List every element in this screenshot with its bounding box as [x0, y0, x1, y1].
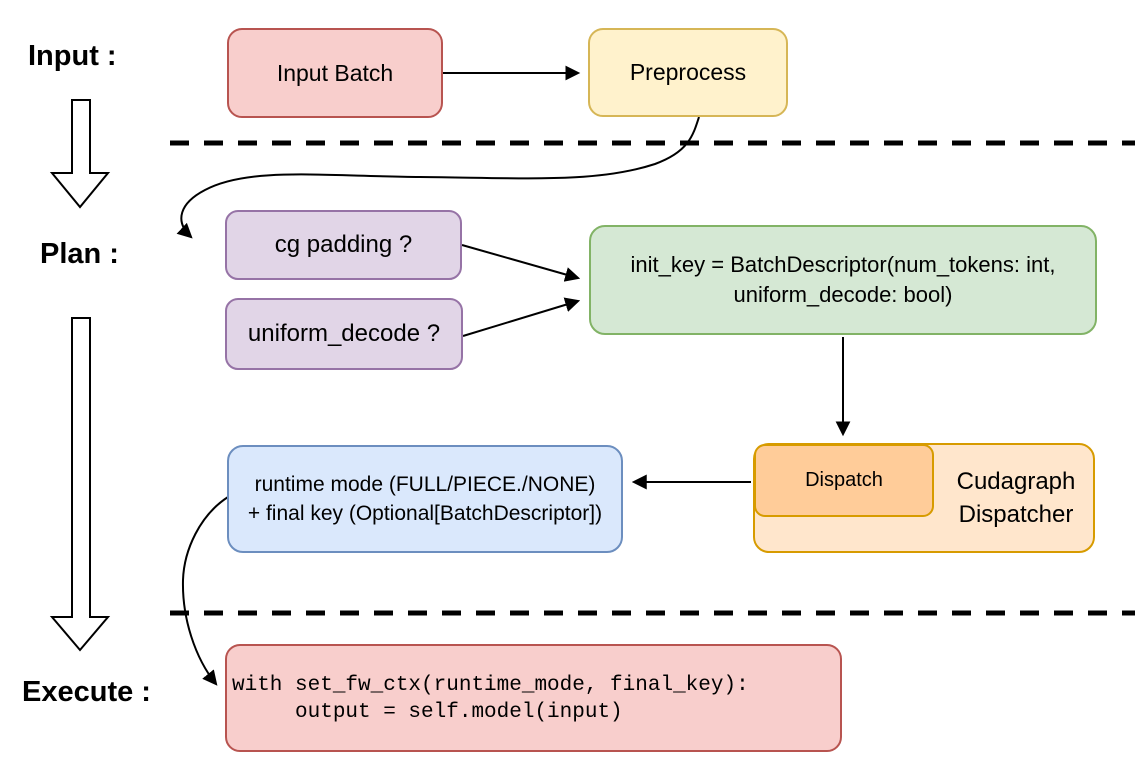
arrow-uniformdecode-to-initkey: [462, 297, 581, 337]
node-preprocess-label: Preprocess: [629, 59, 747, 85]
node-dispatch: Dispatch: [754, 444, 934, 517]
node-dispatch-label: Dispatch: [805, 469, 883, 491]
node-execute-code: with set_fw_ctx(runtime_mode, final_key)…: [225, 644, 842, 752]
node-uniform-decode-label: uniform_decode ?: [247, 320, 441, 347]
node-cg-padding-label: cg padding ?: [274, 231, 413, 258]
node-runtime-result-line1: runtime mode (FULL/PIECE./NONE): [254, 473, 596, 496]
node-cudagraph-dispatcher-line1: Cudagraph: [956, 468, 1076, 495]
plan-section-arrow-icon: [49, 317, 111, 652]
arrow-preprocess-to-cgpadding: [176, 116, 700, 239]
section-label-plan: Plan :: [40, 238, 119, 270]
node-runtime-result-line2: + final key (Optional[BatchDescriptor]): [247, 502, 603, 525]
arrow-runtime-to-execute: [181, 496, 229, 686]
node-runtime-result: runtime mode (FULL/PIECE./NONE) + final …: [227, 445, 623, 553]
node-input-batch-label: Input Batch: [276, 59, 394, 86]
node-cg-padding: cg padding ?: [225, 210, 462, 280]
node-execute-code-line1: with set_fw_ctx(runtime_mode, final_key)…: [232, 674, 749, 697]
node-preprocess: Preprocess: [588, 28, 788, 117]
node-execute-code-line2: output = self.model(input): [232, 701, 623, 724]
node-uniform-decode: uniform_decode ?: [225, 298, 463, 370]
node-cudagraph-dispatcher-label: Cudagraph Dispatcher: [935, 465, 1097, 531]
section-label-input: Input :: [28, 40, 117, 72]
node-cudagraph-dispatcher-line2: Dispatcher: [958, 501, 1074, 528]
input-section-arrow-icon: [49, 99, 111, 209]
node-init-key: init_key = BatchDescriptor(num_tokens: i…: [589, 225, 1097, 335]
node-init-key-line2: uniform_decode: bool): [733, 282, 953, 307]
arrow-cgpadding-to-initkey: [461, 244, 581, 282]
node-init-key-line1: init_key = BatchDescriptor(num_tokens: i…: [630, 252, 1056, 277]
section-label-execute: Execute :: [22, 676, 151, 708]
node-input-batch: Input Batch: [227, 28, 443, 118]
